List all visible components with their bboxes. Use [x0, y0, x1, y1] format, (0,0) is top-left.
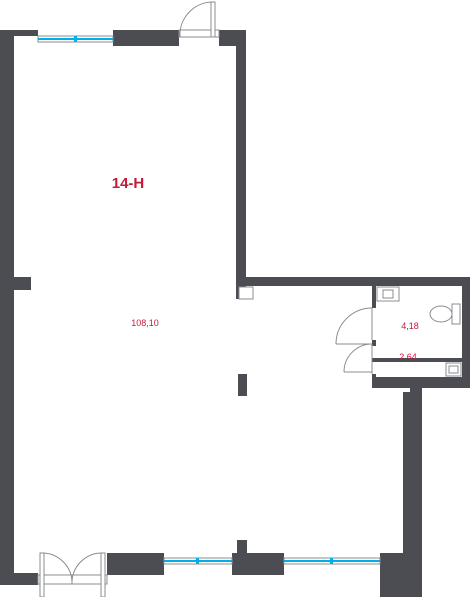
bathroom-door — [335, 307, 373, 345]
bathroom-left-wall — [372, 286, 376, 308]
bottom-wall-left — [14, 573, 38, 585]
top-window — [37, 35, 114, 43]
right-wing-top-wall — [246, 277, 470, 286]
bottom-column — [237, 540, 247, 560]
upper-right-wall — [219, 30, 246, 277]
fixtures — [238, 286, 462, 377]
bathroom-area: 4,18 — [401, 321, 419, 331]
utility-door — [343, 343, 373, 374]
bottom-window-right — [283, 557, 381, 565]
utility-sink — [445, 362, 462, 377]
right-lower-wall — [380, 377, 422, 597]
bottom-wall-segment-c — [380, 553, 422, 575]
walls — [0, 30, 470, 597]
unit-label: 14-H — [112, 175, 145, 192]
bottom-window-left — [163, 557, 233, 565]
doors — [37, 1, 373, 597]
right-outer-wall — [462, 277, 470, 377]
corner-column — [236, 265, 246, 299]
bathroom-divider — [372, 358, 470, 362]
windows — [37, 35, 381, 565]
bathroom-left-wall-lower — [372, 340, 376, 346]
left-wall-stub — [14, 277, 31, 290]
utility-room-area: 2,64 — [399, 352, 417, 362]
top-wall-segment — [113, 30, 179, 46]
bathroom-sink — [376, 286, 400, 302]
top-entrance-door — [178, 1, 220, 38]
bottom-entrance-door — [37, 552, 108, 597]
bottom-wall-segment-a — [107, 553, 164, 575]
main-hall-area: 108,10 — [131, 318, 159, 328]
left-wall — [0, 30, 38, 585]
toilet — [429, 303, 461, 325]
corner-shaft — [238, 286, 254, 300]
central-pillar — [238, 374, 247, 396]
